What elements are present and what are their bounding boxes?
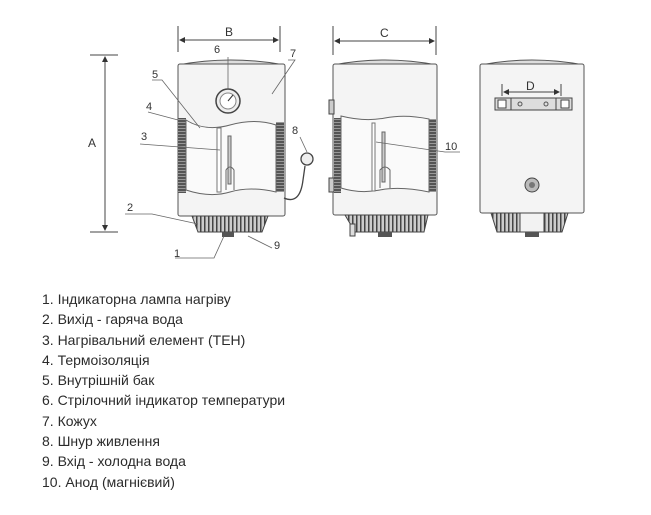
dimension-b-label: B <box>225 25 233 39</box>
legend-item: 10. Анод (магнієвий) <box>42 473 175 490</box>
callout-6: 6 <box>214 44 220 56</box>
dimension-c-label: C <box>380 26 389 40</box>
callout-5: 5 <box>152 69 158 81</box>
callout-2: 2 <box>127 202 133 214</box>
insulation-left <box>178 118 186 193</box>
leader-lines <box>125 57 308 259</box>
legend-item: 3. Нагрівальний елемент (ТЕН) <box>42 331 246 348</box>
legend-item: 7. Кожух <box>42 412 97 429</box>
legend-item: 6. Стрілочний індикатор температури <box>42 392 286 409</box>
legend-item: 4. Термоізоляція <box>42 351 150 368</box>
front-view: A B 1 2 3 4 <box>88 25 314 260</box>
indicator-lamp <box>222 232 234 237</box>
dimension-a-label: A <box>88 136 96 150</box>
mounting-bracket <box>494 97 573 111</box>
legend-item: 1. Індикаторна лампа нагріву <box>42 291 231 307</box>
callout-7: 7 <box>290 48 296 60</box>
legend-item: 8. Шнур живлення <box>42 433 160 450</box>
callout-9: 9 <box>274 240 280 252</box>
legend-item: 2. Вихід - гаряча вода <box>42 311 183 328</box>
legend-item: 9. Вхід - холодна вода <box>42 453 186 470</box>
base <box>191 215 269 233</box>
water-heater-diagram: A B 1 2 3 4 <box>88 25 585 260</box>
plug <box>300 152 314 166</box>
callout-8: 8 <box>292 125 298 137</box>
callout-1: 1 <box>174 248 180 260</box>
legend-item: 5. Внутрішній бак <box>42 372 155 389</box>
heating-element <box>227 135 232 185</box>
side-view: C 10 <box>328 26 460 237</box>
insulation-right <box>276 122 284 192</box>
callout-3: 3 <box>141 131 147 143</box>
rear-view: D <box>479 59 585 237</box>
dimension-d-label: D <box>526 79 535 93</box>
callout-10: 10 <box>445 141 457 153</box>
parts-legend: 1. Індикаторна лампа нагріву 2. Вихід - … <box>42 289 285 492</box>
anode-tube <box>216 127 222 193</box>
anode <box>371 122 376 192</box>
callout-4: 4 <box>146 101 152 113</box>
power-cord <box>283 165 306 201</box>
